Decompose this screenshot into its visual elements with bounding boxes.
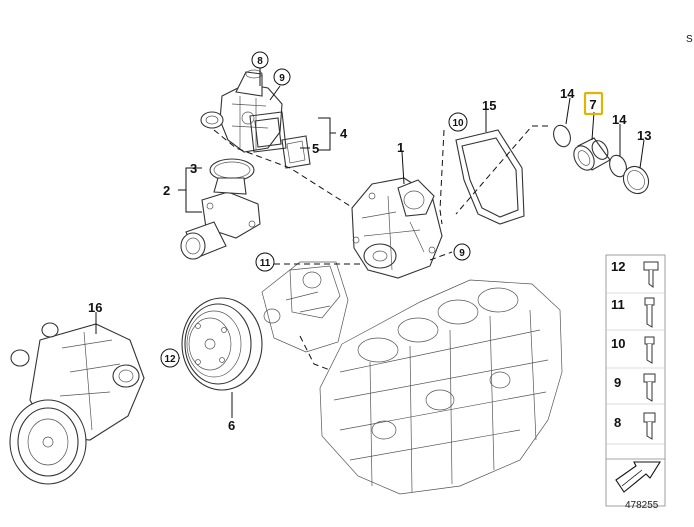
- callout-9-mid-label: 9: [459, 248, 465, 259]
- callout-16: 16: [88, 300, 102, 315]
- callout-9-mid: 9: [453, 243, 471, 261]
- legend-num-9: 9: [614, 375, 621, 390]
- callout-7-label: 7: [589, 97, 596, 112]
- legend-num-11: 11: [611, 297, 625, 312]
- gasket-15: [455, 129, 525, 225]
- callout-8: 8: [251, 51, 269, 69]
- callout-11: 11: [255, 252, 275, 272]
- thermostat-housing: [200, 69, 283, 153]
- legend-num-12: 12: [611, 259, 625, 274]
- callout-3: 3: [190, 161, 197, 176]
- callout-7-highlighted: 7: [583, 91, 604, 116]
- gasket-5: [249, 111, 311, 169]
- bolt-hex-icon: [643, 412, 656, 440]
- callout-2: 2: [163, 183, 170, 198]
- engine-block: [319, 279, 563, 495]
- callout-15: 15: [482, 98, 496, 113]
- callout-4: 4: [340, 126, 348, 141]
- bolt-icon: [644, 336, 655, 364]
- direction-arrow-icon: [615, 461, 661, 493]
- legend-num-10: 10: [611, 336, 625, 351]
- callout-1: 1: [397, 140, 404, 155]
- pump-assembly-16: [9, 322, 145, 485]
- callout-9-top: 9: [273, 68, 291, 86]
- callout-14b: 14: [612, 112, 627, 127]
- pipe-fitting-7: [573, 137, 611, 171]
- callout-5: 5: [312, 141, 319, 156]
- diagram-number: 478255: [625, 500, 659, 511]
- water-pump: [351, 177, 443, 279]
- legend-num-8: 8: [614, 415, 621, 430]
- seal-ring-14a: [553, 124, 571, 148]
- callout-10-label: 10: [452, 118, 464, 129]
- callout-13: 13: [637, 128, 651, 143]
- callout-12-label: 12: [164, 354, 176, 365]
- bolt-flange-icon: [643, 261, 659, 288]
- callout-9-top-label: 9: [279, 73, 285, 84]
- callout-12: 12: [160, 348, 180, 368]
- thermostat: [180, 158, 261, 260]
- callout-14a: 14: [560, 86, 575, 101]
- seal-ring-14b: [609, 154, 627, 178]
- belt-pulley-6: [181, 297, 263, 391]
- callout-8-label: 8: [257, 56, 263, 67]
- pump-housing-11: [261, 261, 349, 353]
- callout-6: 6: [228, 418, 235, 433]
- callout-11-label: 11: [260, 258, 271, 269]
- callout-10: 10: [448, 112, 468, 132]
- fastener-legend: 12 11 10 9 8: [605, 254, 666, 507]
- bolt-hex-icon: [643, 373, 656, 402]
- bolt-icon: [644, 297, 655, 328]
- corner-mark: S: [686, 34, 693, 45]
- sleeve-13: [622, 165, 650, 195]
